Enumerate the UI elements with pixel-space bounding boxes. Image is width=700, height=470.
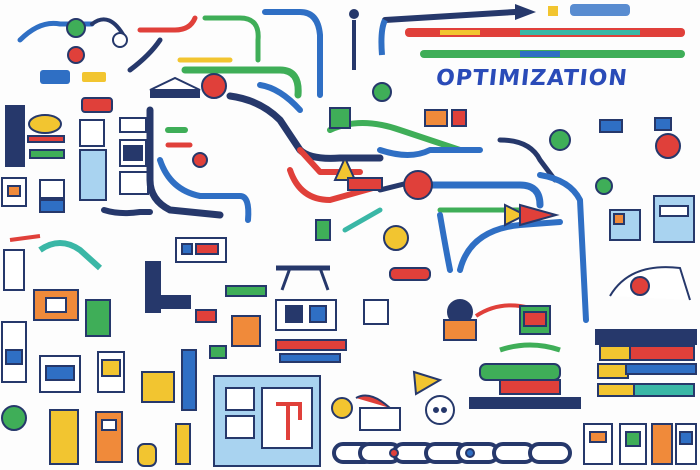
bottom-left-devices — [1, 321, 227, 467]
chain-icon — [332, 442, 572, 464]
right-devices — [595, 195, 697, 397]
top-left-widgets — [40, 18, 227, 99]
middle-left-devices — [3, 234, 347, 363]
lower-center-devices — [363, 299, 581, 425]
bottom-right-devices — [331, 394, 697, 465]
left-pipes — [101, 106, 252, 223]
optimization-title: OPTIMIZATION — [434, 66, 630, 91]
bottom-monitor — [213, 375, 321, 467]
central-widgets — [192, 82, 681, 281]
top-left-pipes — [17, 9, 323, 99]
left-devices — [1, 97, 149, 213]
top-right-arrows — [349, 4, 685, 70]
